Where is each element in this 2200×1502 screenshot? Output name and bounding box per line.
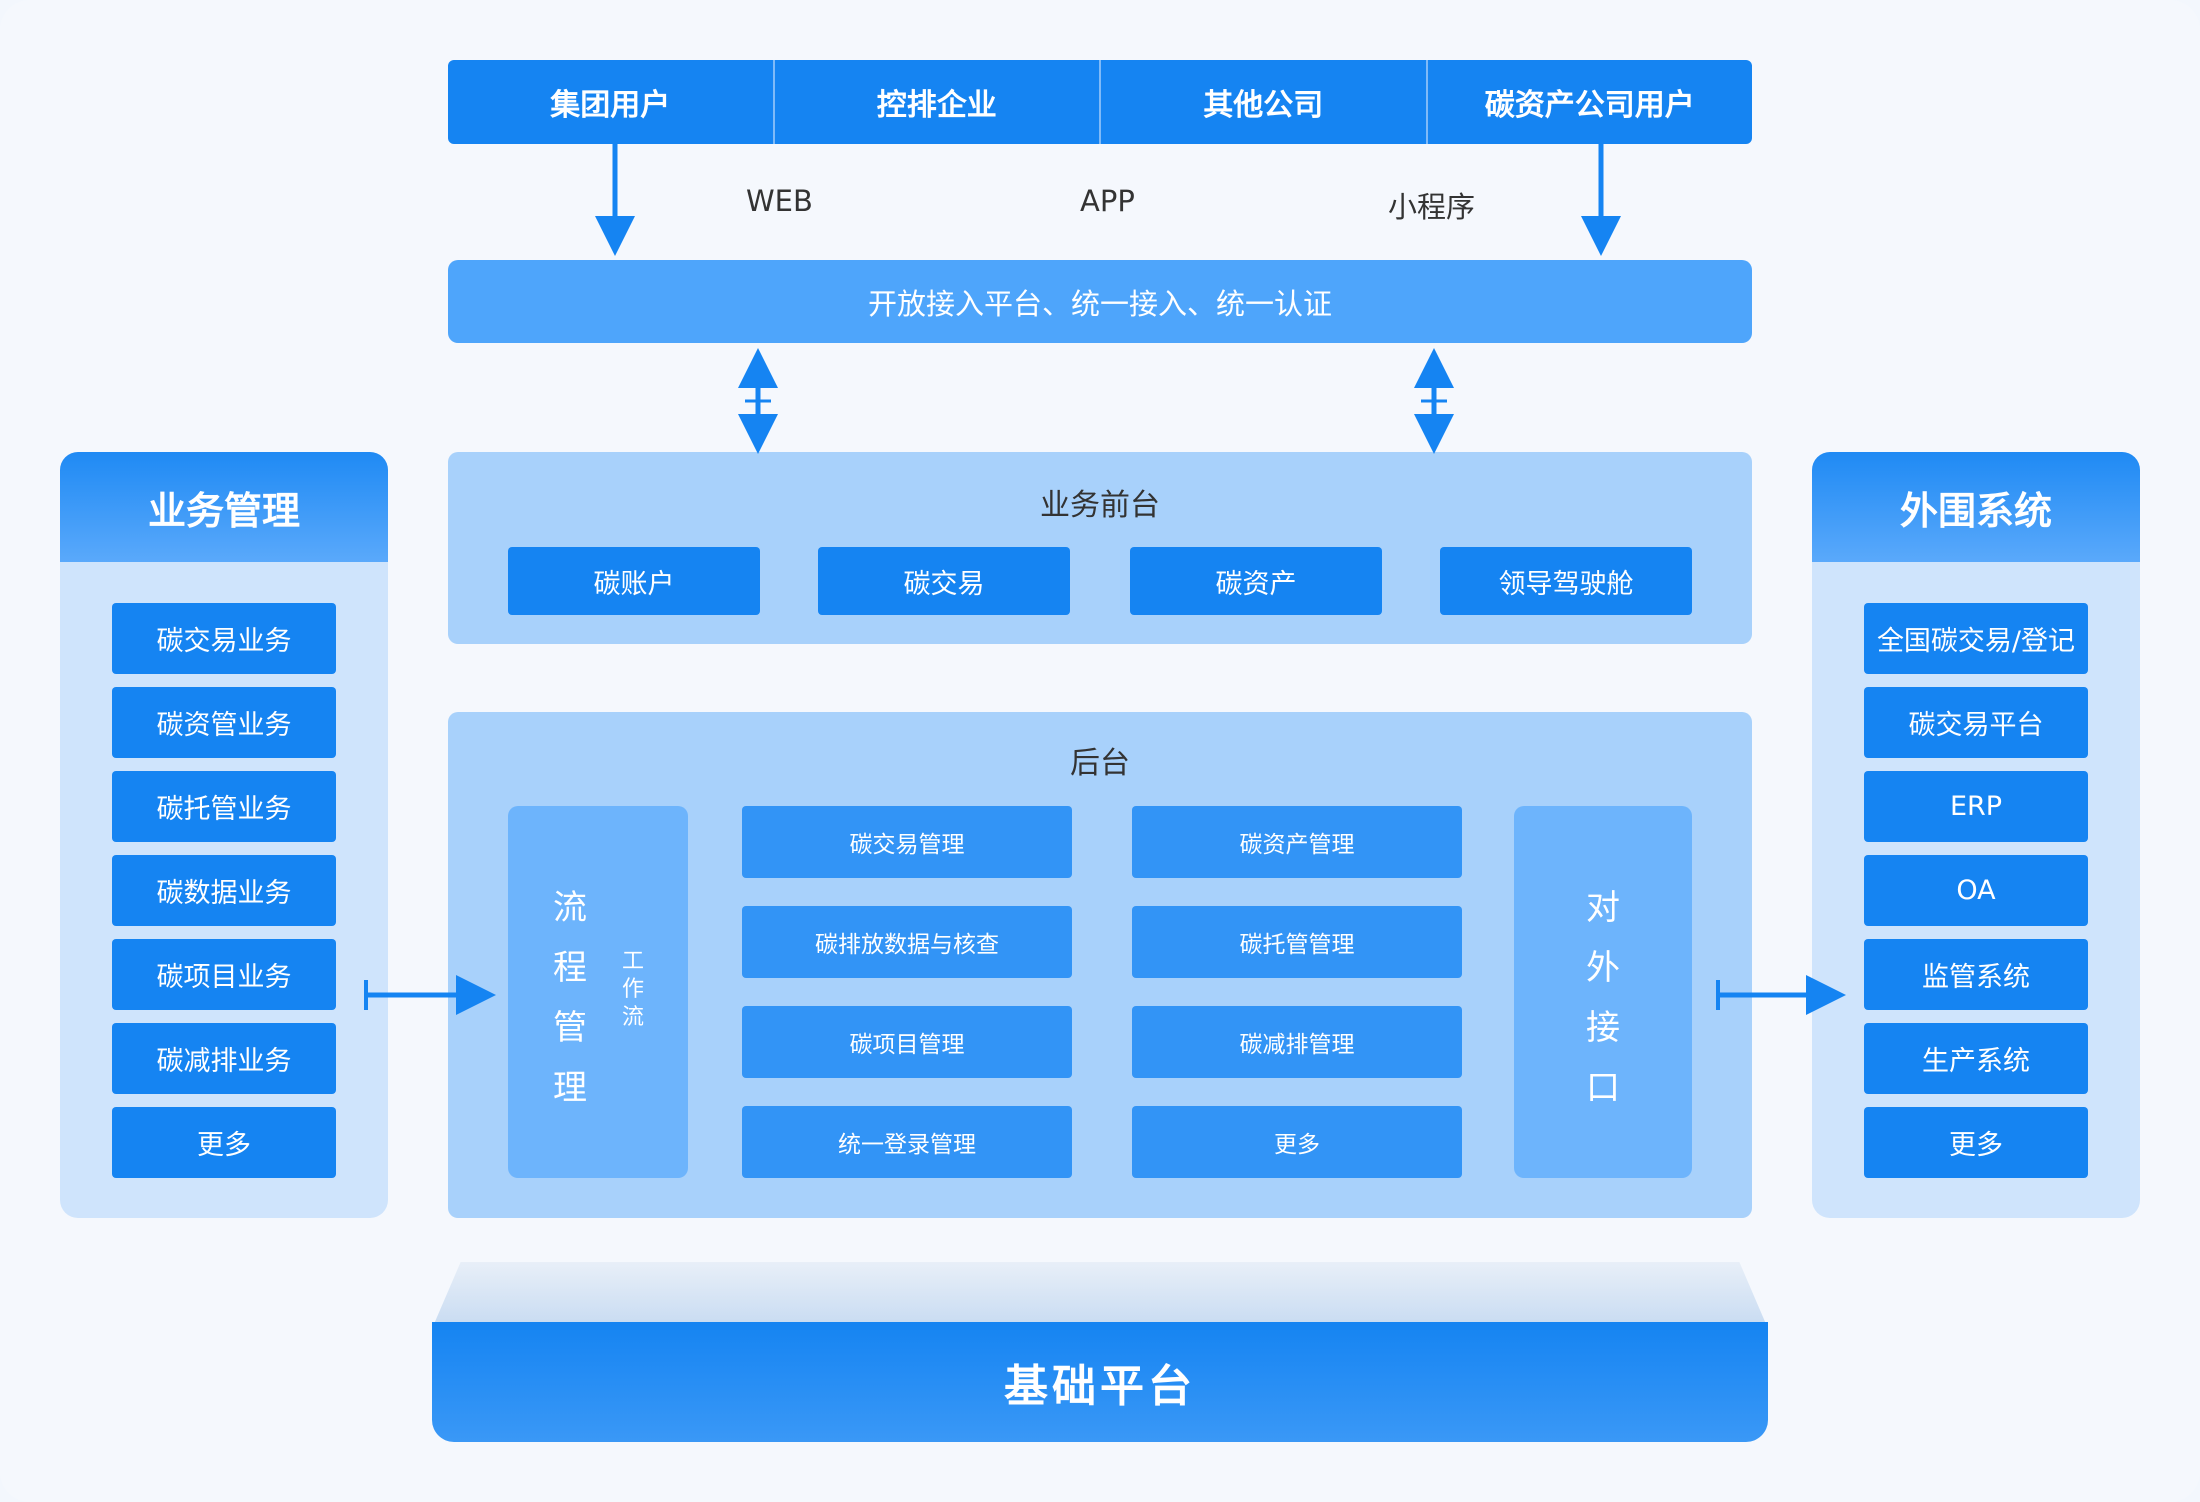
channel-mini-program: 小程序 <box>1388 190 1476 224</box>
business-item: 碳数据业务 <box>112 855 336 926</box>
external-item: 更多 <box>1864 1107 2088 1178</box>
module-carbon-reduction-mgmt: 碳减排管理 <box>1132 1006 1462 1078</box>
arrow-down-left <box>595 144 635 256</box>
module-unified-login-mgmt: 统一登录管理 <box>742 1106 1072 1178</box>
front-carbon-trading: 碳交易 <box>818 547 1070 615</box>
backend-title: 后台 <box>1070 746 1130 781</box>
business-management-panel: 业务管理 碳交易业务 碳资管业务 碳托管业务 碳数据业务 碳项目业务 碳减排业务… <box>60 452 388 1218</box>
workflow-char: 程 <box>553 948 587 988</box>
business-front-panel: 业务前台 碳账户 碳交易 碳资产 领导驾驶舱 <box>448 452 1752 644</box>
interface-char: 接 <box>1586 1008 1620 1048</box>
external-item: 生产系统 <box>1864 1023 2088 1094</box>
user-emission-enterprise: 控排企业 <box>772 60 1100 144</box>
module-emission-data-verification: 碳排放数据与核查 <box>742 906 1072 978</box>
workflow-tag-char: 作 <box>621 977 644 1002</box>
arrow-bidirectional-right <box>1414 348 1454 454</box>
external-item: OA <box>1864 855 2088 926</box>
external-systems-title: 外围系统 <box>1812 452 2140 562</box>
module-more: 更多 <box>1132 1106 1462 1178</box>
workflow-char: 理 <box>553 1068 587 1108</box>
interface-char: 口 <box>1586 1068 1620 1108</box>
base-platform-top <box>434 1262 1766 1324</box>
business-item: 碳项目业务 <box>112 939 336 1010</box>
external-item: 碳交易平台 <box>1864 687 2088 758</box>
business-management-title: 业务管理 <box>60 452 388 562</box>
channel-web: WEB <box>746 184 813 218</box>
arrow-business-to-backend <box>364 975 496 1015</box>
interface-char: 外 <box>1586 948 1620 988</box>
front-title: 业务前台 <box>1040 488 1160 523</box>
workflow-management-column: 流 程 管 理 工 作 流 <box>508 806 688 1178</box>
business-item: 更多 <box>112 1107 336 1178</box>
external-interface-column: 对 外 接 口 <box>1514 806 1692 1178</box>
front-carbon-account: 碳账户 <box>508 547 760 615</box>
business-item: 碳资管业务 <box>112 687 336 758</box>
interface-char: 对 <box>1586 888 1620 928</box>
workflow-char: 流 <box>553 888 587 928</box>
module-carbon-asset-mgmt: 碳资产管理 <box>1132 806 1462 878</box>
module-carbon-project-mgmt: 碳项目管理 <box>742 1006 1072 1078</box>
access-platform: 开放接入平台、统一接入、统一认证 <box>448 260 1752 343</box>
user-bar: 集团用户 控排企业 其他公司 碳资产公司用户 <box>448 60 1752 144</box>
workflow-tag-char: 流 <box>621 1005 644 1030</box>
business-item: 碳减排业务 <box>112 1023 336 1094</box>
base-platform: 基础平台 <box>432 1322 1768 1442</box>
workflow-char: 管 <box>553 1008 587 1048</box>
module-carbon-custody-mgmt: 碳托管管理 <box>1132 906 1462 978</box>
front-carbon-asset: 碳资产 <box>1130 547 1382 615</box>
arrow-down-right <box>1581 144 1621 256</box>
external-item: 监管系统 <box>1864 939 2088 1010</box>
workflow-tag-char: 工 <box>621 949 644 974</box>
user-group: 集团用户 <box>550 88 671 123</box>
user-carbon-asset-company: 碳资产公司用户 <box>1425 60 1753 144</box>
external-item: 全国碳交易/登记 <box>1864 603 2088 674</box>
business-item: 碳托管业务 <box>112 771 336 842</box>
channel-app: APP <box>1080 184 1135 218</box>
module-carbon-trading-mgmt: 碳交易管理 <box>742 806 1072 878</box>
arrow-bidirectional-left <box>738 348 778 454</box>
external-item: ERP <box>1864 771 2088 842</box>
external-systems-panel: 外围系统 全国碳交易/登记 碳交易平台 ERP OA 监管系统 生产系统 更多 <box>1812 452 2140 1218</box>
front-leader-cockpit: 领导驾驶舱 <box>1440 547 1692 615</box>
arrow-backend-to-external <box>1716 975 1846 1015</box>
user-other-company: 其他公司 <box>1099 60 1426 144</box>
backend-panel: 后台 流 程 管 理 工 作 流 碳交易管理 碳排放数据与核查 碳项目管理 统一… <box>448 712 1752 1218</box>
business-item: 碳交易业务 <box>112 603 336 674</box>
